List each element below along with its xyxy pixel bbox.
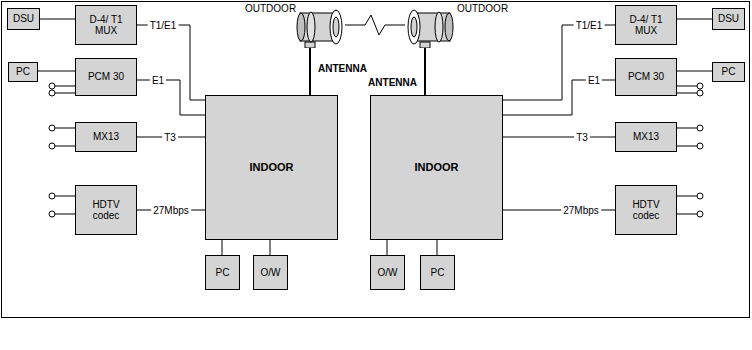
signal-label: ANTENNA <box>366 77 419 88</box>
unit-heading: OUTDOOR <box>245 3 296 15</box>
link-line <box>345 15 405 35</box>
box-label: HDTV codec <box>620 199 672 222</box>
link-line <box>387 240 388 255</box>
equipment-box: DSU <box>712 8 745 30</box>
equipment-box: PCM 30 <box>75 58 137 96</box>
unit-heading: OUTDOOR <box>457 3 508 15</box>
equipment-box: MX13 <box>75 122 137 152</box>
equipment-box: PC <box>712 62 745 82</box>
signal-label: E1 <box>150 75 166 86</box>
link-line <box>677 71 712 72</box>
equipment-box: DSU <box>7 8 40 30</box>
equipment-box: PC <box>420 255 455 290</box>
link-line <box>137 25 205 100</box>
equipment-box: MX13 <box>615 122 677 152</box>
equipment-box: O/W <box>370 255 405 290</box>
equipment-box: D-4/ T1 MUX <box>75 5 137 45</box>
equipment-box: PC <box>8 62 38 82</box>
equipment-box: HDTV codec <box>75 185 137 235</box>
indoor-unit: INDOOR <box>370 95 503 240</box>
box-label: PC <box>216 267 230 279</box>
signal-label: T3 <box>162 132 178 143</box>
equipment-box: PC <box>205 255 240 290</box>
box-label: O/W <box>261 267 281 279</box>
link-line <box>677 19 712 20</box>
link-line <box>424 48 426 95</box>
box-label: D-4/ T1 MUX <box>620 14 672 37</box>
link-line <box>40 19 75 20</box>
link-line <box>503 25 615 100</box>
box-label: PCM 30 <box>628 71 664 83</box>
box-label: INDOOR <box>415 161 459 174</box>
box-label: PC <box>431 267 445 279</box>
box-label: PCM 30 <box>88 71 124 83</box>
equipment-box: PCM 30 <box>615 58 677 96</box>
box-label: HDTV codec <box>80 199 132 222</box>
link-line <box>222 240 223 255</box>
signal-label: ANTENNA <box>316 63 369 74</box>
equipment-box: D-4/ T1 MUX <box>615 5 677 45</box>
link-line <box>437 240 438 255</box>
frame-border <box>2 2 750 318</box>
link-line <box>503 137 615 138</box>
equipment-box: O/W <box>253 255 288 290</box>
signal-label: 27Mbps <box>151 205 191 216</box>
signal-label: T1/E1 <box>148 20 179 31</box>
link-line <box>38 71 75 72</box>
signal-label: T3 <box>574 132 590 143</box>
outdoor-unit: OUTDOOR <box>405 3 515 48</box>
box-label: MX13 <box>93 131 119 143</box>
signal-label: E1 <box>586 75 602 86</box>
box-label: DSU <box>13 13 34 25</box>
link-line <box>309 48 311 95</box>
box-label: D-4/ T1 MUX <box>80 14 132 37</box>
box-label: INDOOR <box>250 161 294 174</box>
outdoor-unit: OUTDOOR <box>245 3 345 48</box>
equipment-box: HDTV codec <box>615 185 677 235</box>
box-label: DSU <box>718 13 739 25</box>
signal-label: T1/E1 <box>574 20 605 31</box>
link-line <box>137 80 205 115</box>
box-label: PC <box>722 66 736 78</box>
box-label: MX13 <box>633 131 659 143</box>
connectors <box>38 15 712 255</box>
link-line <box>270 240 271 255</box>
box-label: O/W <box>378 267 398 279</box>
box-label: PC <box>16 66 30 78</box>
indoor-unit: INDOOR <box>205 95 338 240</box>
signal-label: 27Mbps <box>561 205 601 216</box>
